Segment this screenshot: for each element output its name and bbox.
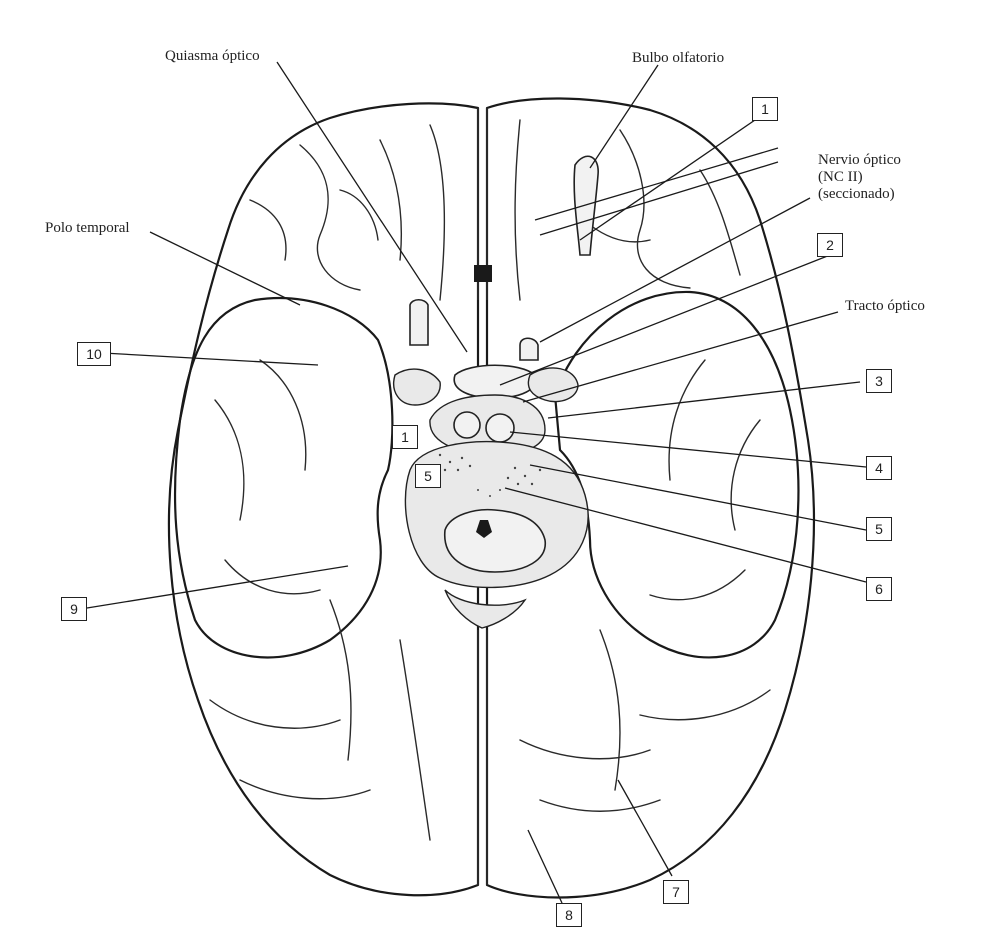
longitudinal-fissure-posterior [477,630,488,885]
right-optic-tract [527,367,579,403]
number-box-3: 3 [866,369,892,393]
number-box-2: 2 [817,233,843,257]
stipple-texture [438,453,542,497]
left-hemisphere-outline [167,102,480,897]
right-optic-nerve [519,337,539,361]
mammillary-body-left [453,411,481,439]
label-nervio-optico-3: (seccionado) [818,186,895,202]
number-box-1-center: 1 [392,425,418,449]
label-quiasma-optico: Quiasma óptico [165,48,260,64]
number-box-1-top: 1 [752,97,778,121]
medulla [444,508,546,573]
left-optic-tract [393,368,441,406]
aqueduct [476,520,492,538]
left-temporal-lobe [173,297,394,659]
number-box-7: 7 [663,880,689,904]
number-box-8: 8 [556,903,582,927]
leader-lines [86,61,867,904]
number-box-9: 9 [61,597,87,621]
label-nervio-optico-1: Nervio óptico [818,152,901,168]
mammillary-body-right [485,413,515,443]
cerebellum-notch [444,589,527,629]
number-box-5: 5 [866,517,892,541]
label-nervio-optico-2: (NC II) [818,169,863,185]
number-box-5-center: 5 [415,464,441,488]
number-box-4: 4 [866,456,892,480]
optic-chiasm [453,364,537,399]
number-box-10: 10 [77,342,111,366]
left-optic-nerve [409,298,429,346]
right-hemisphere-outline [485,97,816,899]
label-tracto-optico: Tracto óptico [845,298,925,314]
label-bulbo-olfatorio: Bulbo olfatorio [632,50,725,66]
number-box-6: 6 [866,577,892,601]
olfactory-bulb [573,155,599,256]
right-temporal-lobe [553,290,800,659]
label-polo-temporal: Polo temporal [45,220,130,236]
fissure-gap [474,265,492,282]
